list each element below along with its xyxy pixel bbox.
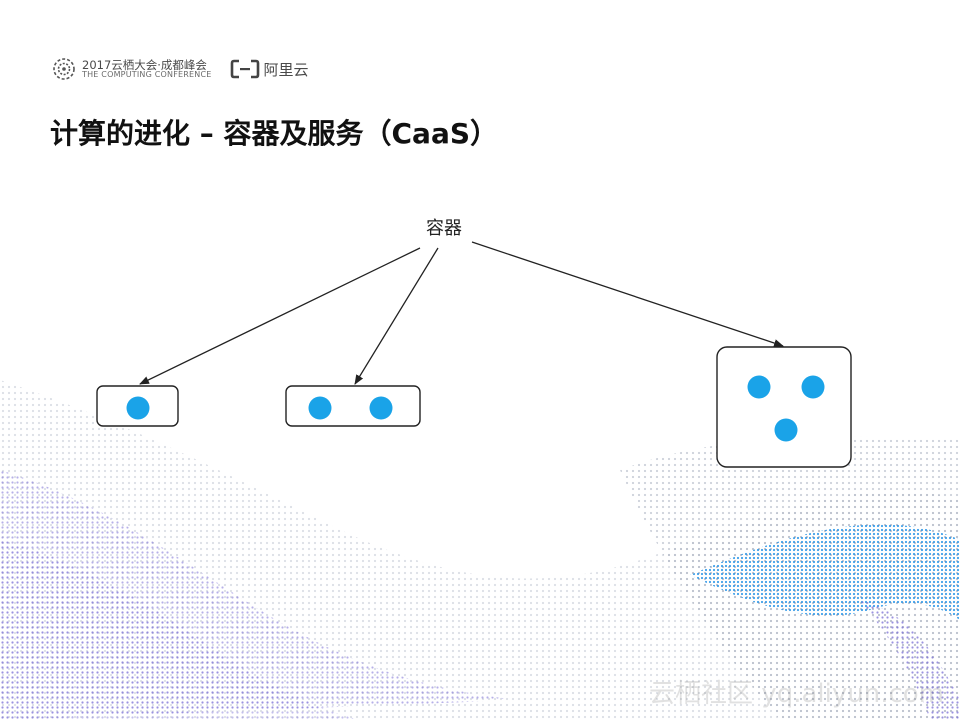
container-dot — [126, 396, 150, 420]
container-dot — [747, 375, 771, 399]
aliyun-logo: 阿里云 — [230, 59, 309, 80]
aliyun-bracket-icon — [230, 59, 259, 79]
root-container-label: 容器 — [426, 218, 462, 239]
container-box-1 — [96, 385, 179, 427]
slide-title: 计算的进化 – 容器及服务（CaaS） — [50, 117, 499, 150]
container-box-3 — [716, 346, 852, 468]
container-dot — [308, 396, 332, 420]
conference-subtitle: THE COMPUTING CONFERENCE — [82, 69, 212, 79]
arrow-to-box-3 — [471, 241, 784, 347]
container-dot — [801, 375, 825, 399]
conference-name: 2017云栖大会·成都峰会 — [82, 57, 207, 72]
header-logos: 2017云栖大会·成都峰会 THE COMPUTING CONFERENCE 阿… — [52, 52, 309, 86]
aliyun-name: 阿里云 — [263, 60, 309, 79]
container-dot — [774, 418, 798, 442]
globe-icon — [53, 58, 75, 80]
arrow-to-box-1 — [139, 247, 421, 385]
container-dot — [369, 396, 393, 420]
watermark: 云栖社区 yq.aliyun.com — [649, 679, 944, 709]
box-outline — [285, 385, 421, 427]
container-box-2 — [285, 385, 421, 427]
box-outline — [716, 346, 852, 468]
arrow-to-box-2 — [354, 247, 439, 385]
conference-logo: 2017云栖大会·成都峰会 THE COMPUTING CONFERENCE — [52, 57, 212, 81]
